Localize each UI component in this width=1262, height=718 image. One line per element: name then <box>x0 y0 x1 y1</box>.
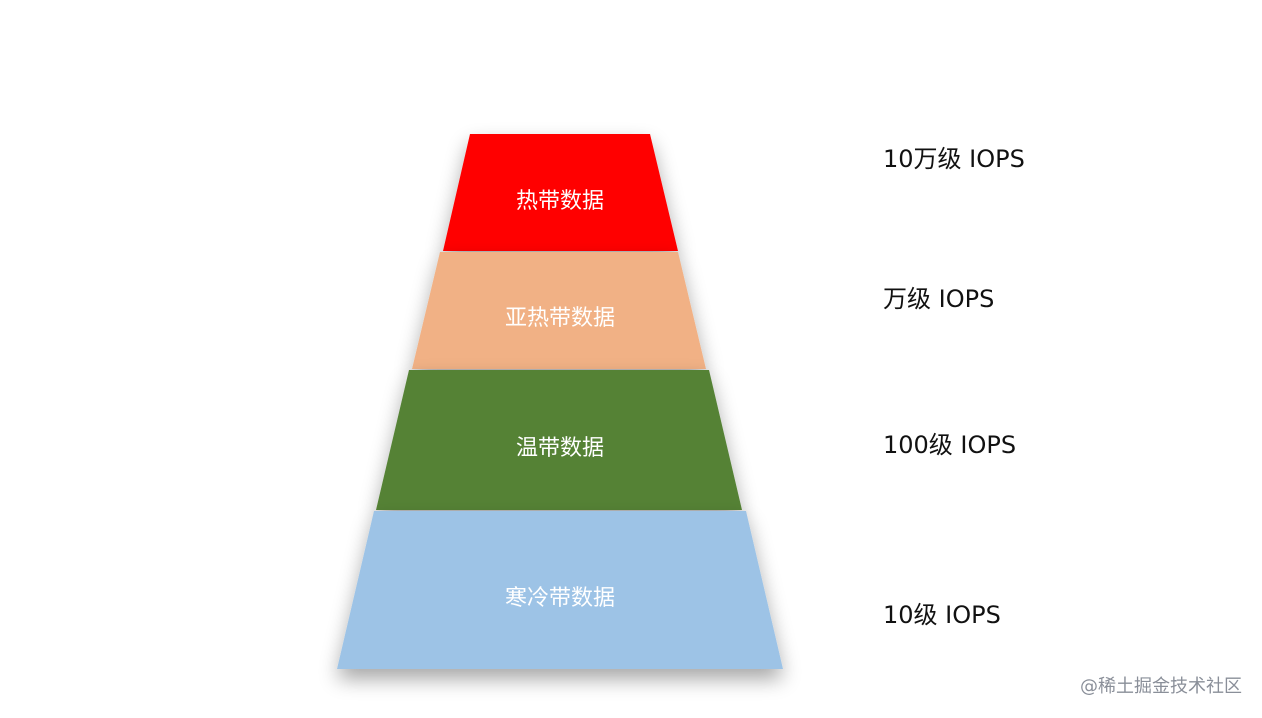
watermark: @稀土掘金技术社区 <box>1080 676 1242 697</box>
layer-temperate-label: 温带数据 <box>516 436 604 461</box>
layer-tropical-shape <box>443 134 678 251</box>
iops-temperate: 100级 IOPS <box>883 431 1017 459</box>
layer-subtropical-shape <box>412 252 706 369</box>
iops-tropical: 10万级 IOPS <box>883 145 1025 173</box>
iops-subtropical: 万级 IOPS <box>883 285 995 313</box>
layer-cold-label: 寒冷带数据 <box>505 586 615 611</box>
layer-cold-shape <box>337 511 783 669</box>
iops-cold: 10级 IOPS <box>883 601 1001 629</box>
layer-temperate-shape <box>376 370 742 510</box>
layer-subtropical-label: 亚热带数据 <box>505 306 615 331</box>
layer-tropical-label: 热带数据 <box>516 189 604 214</box>
